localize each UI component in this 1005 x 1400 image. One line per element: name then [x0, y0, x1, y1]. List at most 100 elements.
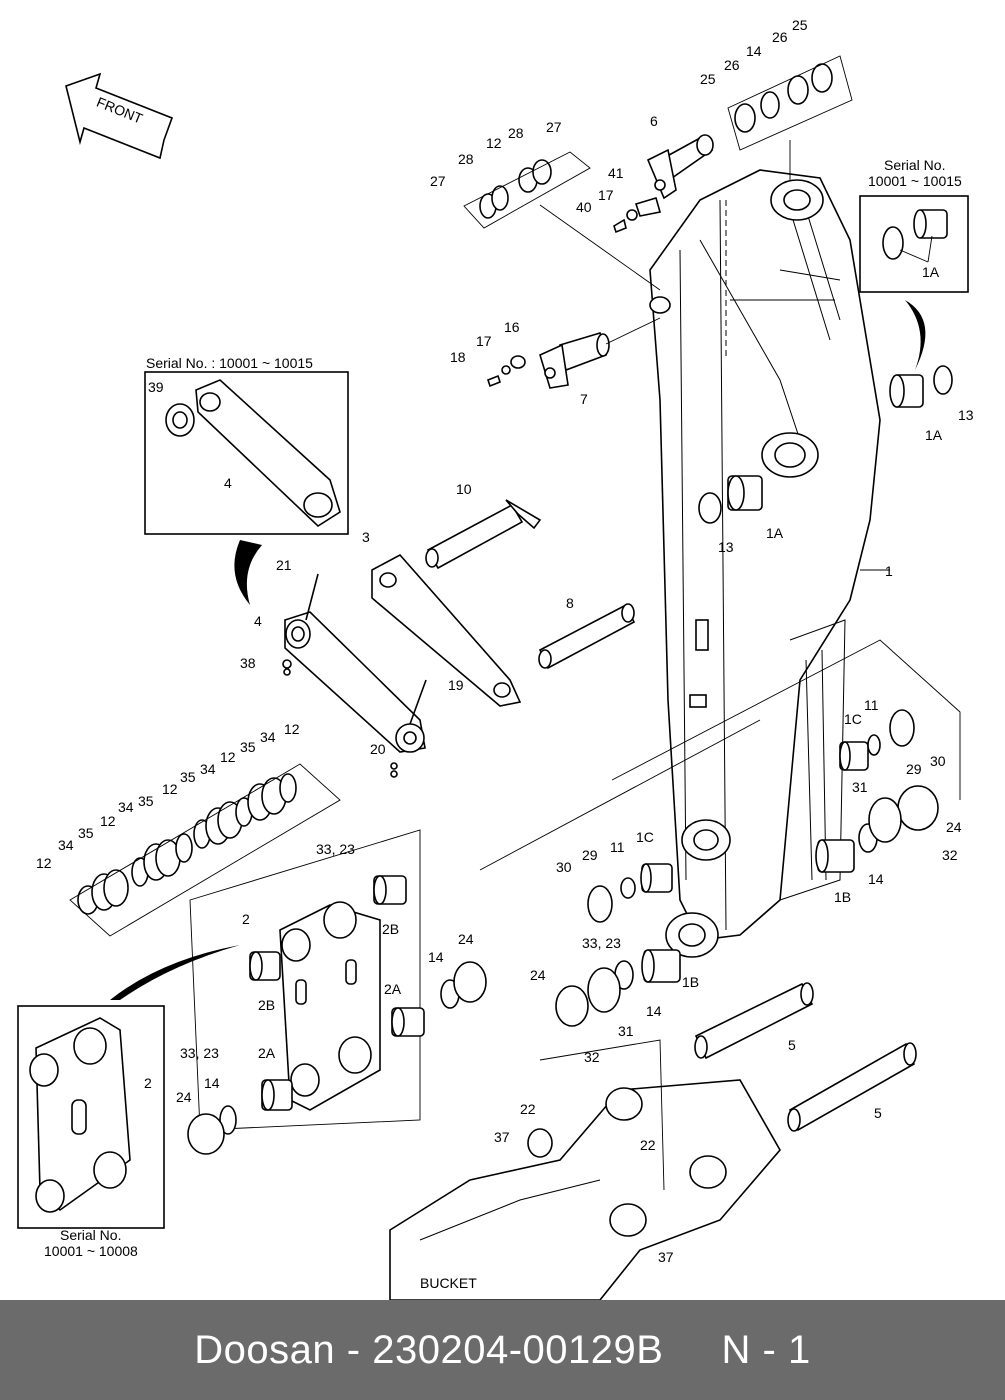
- callout-38: 38: [240, 655, 256, 671]
- callout-3: 3: [362, 529, 370, 545]
- link-2: [189, 829, 421, 1131]
- callout-14: 14: [646, 1003, 662, 1019]
- callout-25: 25: [700, 71, 716, 87]
- callout-34: 34: [260, 729, 276, 745]
- callout-33-23: 33, 23: [582, 935, 621, 951]
- callout-29: 29: [582, 847, 598, 863]
- footer-page: N - 1: [721, 1327, 811, 1372]
- pin-5-upper: [694, 982, 814, 1060]
- serial-inset-bottom-left: [17, 1005, 165, 1229]
- callout-26: 26: [772, 29, 788, 45]
- parts-diagram: FRONT: [17, 17, 974, 1300]
- callout-14: 14: [746, 43, 762, 59]
- callout-2: 2: [144, 1075, 152, 1091]
- bushing-1b-right: [815, 797, 902, 873]
- serial-link-label: Serial No. : 10001 ~ 10015: [146, 355, 313, 371]
- callout-19: 19: [448, 677, 464, 693]
- bushing-1c-right: [839, 709, 915, 771]
- inset-arrow-2: [234, 540, 262, 605]
- pin-5-lower: [787, 1042, 917, 1132]
- pin-10: [425, 499, 542, 570]
- bolt-washer-17-40: [613, 197, 662, 234]
- callout-30: 30: [556, 859, 572, 875]
- callout-28: 28: [458, 151, 474, 167]
- callout-14: 14: [428, 949, 444, 965]
- callout-32: 32: [584, 1049, 600, 1065]
- callout-1b: 1B: [682, 974, 699, 990]
- callout-26: 26: [724, 57, 740, 73]
- callout-1b: 1B: [834, 889, 851, 905]
- bushing-1a-center: [698, 475, 763, 524]
- callout-34: 34: [118, 799, 134, 815]
- inset-arrow-3: [110, 945, 240, 1000]
- callout-2a: 2A: [258, 1045, 276, 1061]
- serial-bottom-line2: 10001 ~ 10008: [44, 1243, 138, 1259]
- callout-13: 13: [718, 539, 734, 555]
- arm-body: [649, 169, 881, 958]
- callout-5: 5: [874, 1105, 882, 1121]
- callout-14: 14: [868, 871, 884, 887]
- callout-40: 40: [576, 199, 592, 215]
- callout-22: 22: [640, 1137, 656, 1153]
- callout-12: 12: [162, 781, 178, 797]
- callout-12: 12: [284, 721, 300, 737]
- pin-7: [539, 331, 610, 389]
- front-arrow: FRONT: [65, 72, 174, 160]
- callout-28: 28: [508, 125, 524, 141]
- serial-top-right-line2: 10001 ~ 10015: [868, 173, 962, 189]
- callout-2: 2: [242, 911, 250, 927]
- callout-2a: 2A: [384, 981, 402, 997]
- callout-1a: 1A: [766, 525, 784, 541]
- callout-14: 14: [204, 1075, 220, 1091]
- bushing-1b-left: [587, 949, 681, 1013]
- callout-30: 30: [930, 753, 946, 769]
- serial-bottom-line1: Serial No.: [60, 1227, 121, 1243]
- callout-1a: 1A: [925, 427, 943, 443]
- callout-labels: 1 1A 1A 1A 1B 1B 1C 1C 2 2 2A 2A 2B 2B 3…: [36, 17, 974, 1265]
- callout-34: 34: [58, 837, 74, 853]
- link-4: [282, 573, 427, 778]
- callout-37: 37: [658, 1249, 674, 1265]
- callout-35: 35: [180, 769, 196, 785]
- callout-37: 37: [494, 1129, 510, 1145]
- bucket-label: BUCKET: [420, 1275, 477, 1291]
- footer-bar: Doosan - 230204-00129B N - 1: [0, 1300, 1005, 1400]
- callout-11: 11: [864, 697, 879, 713]
- callout-1c: 1C: [844, 711, 862, 727]
- callout-27: 27: [546, 119, 562, 135]
- callout-11: 11: [610, 839, 625, 855]
- callout-24: 24: [458, 931, 474, 947]
- callout-1c: 1C: [636, 829, 654, 845]
- seals-14-24: [187, 785, 939, 1155]
- serial-top-right-line1: Serial No.: [884, 157, 945, 173]
- callout-21: 21: [276, 557, 292, 573]
- leader-lines: [479, 140, 961, 1191]
- callout-12: 12: [220, 749, 236, 765]
- bucket: [389, 1079, 781, 1300]
- bushing-2a-right: [391, 1007, 425, 1037]
- callout-24: 24: [530, 967, 546, 983]
- pin-8: [538, 603, 636, 670]
- inset-arrow-1: [905, 300, 926, 370]
- callout-22: 22: [520, 1101, 536, 1117]
- callout-12: 12: [100, 813, 116, 829]
- callout-27: 27: [430, 173, 446, 189]
- footer-separator: -: [346, 1327, 361, 1372]
- callout-6: 6: [650, 113, 658, 129]
- footer-part-number: 230204-00129B: [372, 1327, 664, 1372]
- callout-2b: 2B: [382, 921, 399, 937]
- callout-35: 35: [78, 825, 94, 841]
- callout-7: 7: [580, 391, 588, 407]
- link-3: [371, 553, 522, 707]
- callout-4: 4: [224, 475, 232, 491]
- callout-18: 18: [450, 349, 466, 365]
- callout-2b: 2B: [258, 997, 275, 1013]
- callout-35: 35: [240, 739, 256, 755]
- callout-5: 5: [788, 1037, 796, 1053]
- callout-1a: 1A: [922, 264, 940, 280]
- callout-20: 20: [370, 741, 386, 757]
- callout-17: 17: [476, 333, 492, 349]
- callout-8: 8: [566, 595, 574, 611]
- callout-34: 34: [200, 761, 216, 777]
- callout-13: 13: [958, 407, 974, 423]
